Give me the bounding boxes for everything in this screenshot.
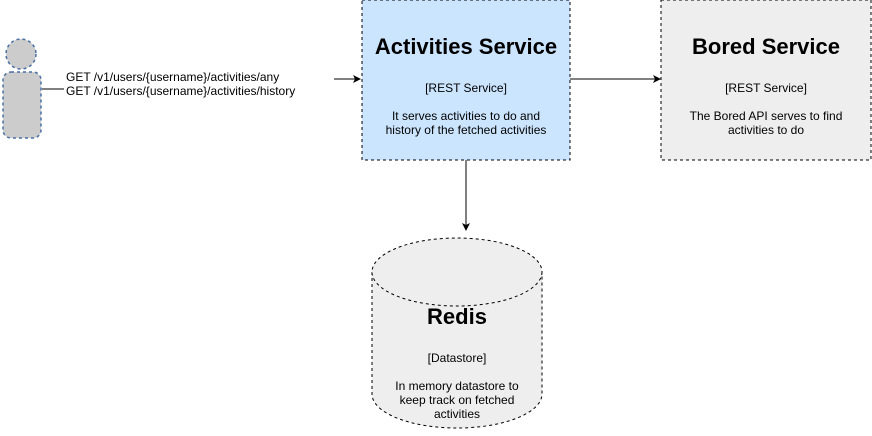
redis-cylinder[interactable] bbox=[371, 237, 543, 429]
edge-label-line-any: GET /v1/users/{username}/activities/any bbox=[66, 70, 280, 84]
redis-type: [Datastore] bbox=[427, 351, 487, 365]
bored-service-box[interactable] bbox=[660, 0, 872, 161]
user-icon bbox=[2, 38, 42, 139]
activities-service-type: [REST Service] bbox=[425, 81, 507, 95]
redis-title: Redis bbox=[427, 304, 487, 329]
bored-service-title: Bored Service bbox=[692, 34, 840, 59]
activities-service-description: It serves activities to do and history o… bbox=[385, 109, 547, 137]
bored-service-description: The Bored API serves to find activities … bbox=[689, 109, 843, 137]
activities-service-box[interactable] bbox=[361, 0, 571, 161]
redis-description: In memory datastore to keep track on fet… bbox=[395, 379, 519, 421]
edge-user-to-activities-label: GET /v1/users/{username}/activities/any … bbox=[66, 70, 296, 98]
edge-label-line-history: GET /v1/users/{username}/activities/hist… bbox=[66, 84, 296, 98]
bored-service-type: [REST Service] bbox=[725, 81, 807, 95]
activities-service-title: Activities Service bbox=[374, 34, 558, 59]
